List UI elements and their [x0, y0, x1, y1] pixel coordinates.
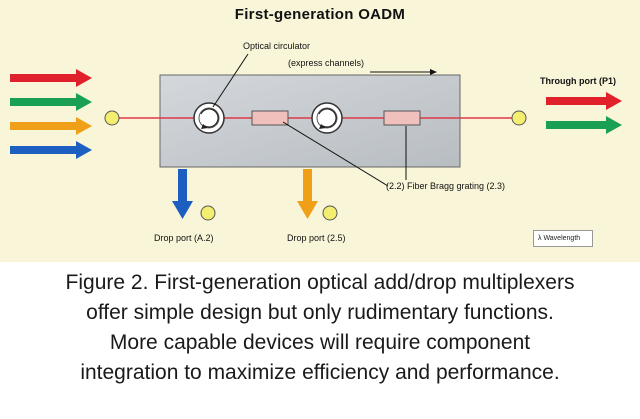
oadm-figure: First-generation OADM Optical circulator… — [0, 0, 640, 262]
drop-port-2-node — [322, 205, 338, 221]
drop-port-1-node — [200, 205, 216, 221]
input-arrow-orange — [10, 117, 92, 135]
express-channels-label: (express channels) — [288, 58, 365, 68]
input-port — [104, 110, 120, 126]
fiber-bragg-grating-1 — [251, 110, 289, 126]
caption-line-1: Figure 2. First-generation optical add/d… — [65, 271, 575, 294]
drop-port-1-label: Drop port (A.2) — [154, 233, 214, 243]
grating-leader-1 — [282, 121, 389, 187]
circulator-leader — [212, 53, 249, 108]
fiber-bragg-grating-label: (2.2) Fiber Bragg grating (2.3) — [386, 181, 506, 191]
input-arrow-green — [10, 93, 92, 111]
diagram-title: First-generation OADM — [234, 6, 406, 23]
drop-port-2-label: Drop port (2.5) — [287, 233, 346, 243]
through-port-node — [511, 110, 527, 126]
fiber-bragg-grating-2 — [383, 110, 421, 126]
output-arrow-green — [546, 116, 622, 134]
figure-caption: Figure 2. First-generation optical add/d… — [0, 262, 640, 419]
input-arrow-red — [10, 69, 92, 87]
oadm-diagram — [10, 53, 622, 221]
optical-circulator-2 — [311, 102, 343, 134]
output-arrow-red — [546, 92, 622, 110]
caption-line-4: integration to maximize efficiency and p… — [80, 361, 560, 384]
input-arrow-blue — [10, 141, 92, 159]
drop-arrow-orange — [297, 169, 318, 219]
drop-arrow-blue — [172, 169, 193, 219]
wavelength-legend: λ Wavelength — [533, 230, 593, 247]
optical-circulator-label: Optical circulator — [243, 41, 311, 51]
caption-line-2: offer simple design but only rudimentary… — [86, 301, 554, 324]
optical-circulator-1 — [193, 102, 225, 134]
caption-line-3: More capable devices will require compon… — [109, 331, 531, 354]
through-port-label: Through port (P1) — [540, 76, 616, 86]
